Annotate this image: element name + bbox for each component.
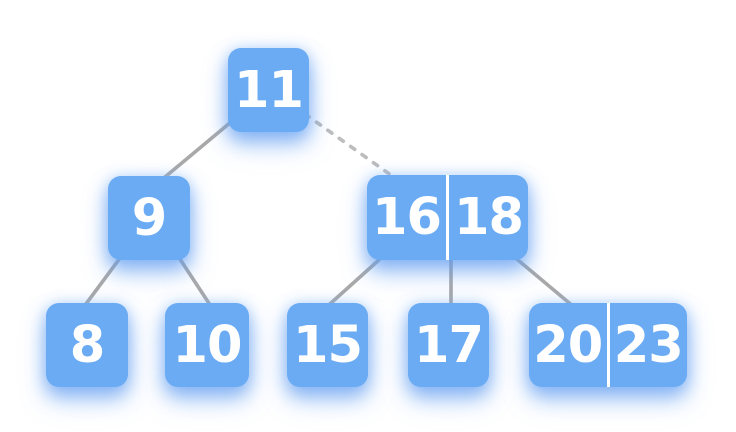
key-divider [446, 175, 449, 260]
tree-node-leaf-8: 8 [46, 303, 128, 387]
tree-edge-right-child-leaf-20-23 [504, 248, 582, 314]
node-key: 16 [372, 188, 442, 247]
tree-edge-root-right-child [303, 112, 404, 185]
tree-edge-right-child-leaf-15 [319, 248, 392, 314]
tree-node-leaf-15: 15 [287, 303, 368, 387]
tree-node-left-child: 9 [108, 176, 190, 260]
node-key: 11 [234, 60, 304, 120]
tree-node-leaf-17: 17 [408, 303, 489, 387]
tree-node-root: 11 [228, 48, 309, 132]
node-key: 23 [613, 315, 684, 375]
key-divider [606, 303, 610, 387]
node-key: 17 [414, 315, 484, 375]
node-key: 15 [293, 315, 363, 375]
node-key: 18 [454, 188, 524, 247]
node-key: 20 [533, 315, 603, 375]
tree-node-leaf-10: 10 [165, 303, 249, 387]
node-key: 8 [69, 315, 106, 375]
node-key: 9 [131, 188, 168, 248]
tree-edge-left-child-leaf-8 [78, 248, 128, 314]
node-key: 10 [172, 315, 243, 375]
